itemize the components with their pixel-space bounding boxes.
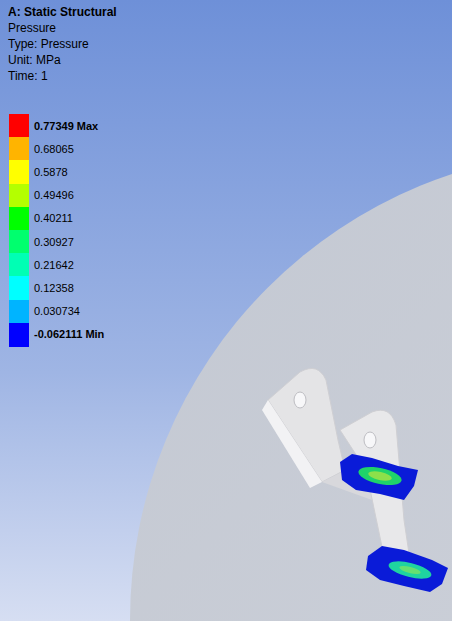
legend-swatch	[9, 207, 29, 231]
contact-pressure-patch	[340, 454, 448, 592]
result-info: Type: Pressure	[8, 37, 89, 51]
legend-swatch	[9, 114, 29, 138]
legend-swatch	[9, 160, 29, 184]
disc-body	[130, 150, 452, 621]
legend-swatch	[9, 276, 29, 300]
legend-swatch	[9, 323, 29, 347]
legend-value: 0.49496	[34, 189, 74, 201]
legend-value: -0.062111 Min	[34, 328, 104, 340]
legend-swatch	[9, 300, 29, 324]
legend-swatch	[9, 253, 29, 277]
legend-value: 0.5878	[34, 166, 68, 178]
legend-value: 0.21642	[34, 259, 74, 271]
result-info: Time: 1	[8, 69, 48, 83]
result-title: A: Static Structural	[8, 5, 117, 19]
result-info: Pressure	[8, 21, 56, 35]
result-info: Unit: MPa	[8, 53, 61, 67]
legend-value: 0.030734	[34, 305, 80, 317]
legend-value: 0.77349 Max	[34, 120, 98, 132]
legend-swatch	[9, 184, 29, 208]
legend-value: 0.68065	[34, 143, 74, 155]
legend-value: 0.40211	[34, 212, 73, 224]
legend-swatch	[9, 230, 29, 254]
legend-value: 0.12358	[34, 282, 74, 294]
legend-swatch	[9, 137, 29, 161]
legend-value: 0.30927	[34, 236, 74, 248]
